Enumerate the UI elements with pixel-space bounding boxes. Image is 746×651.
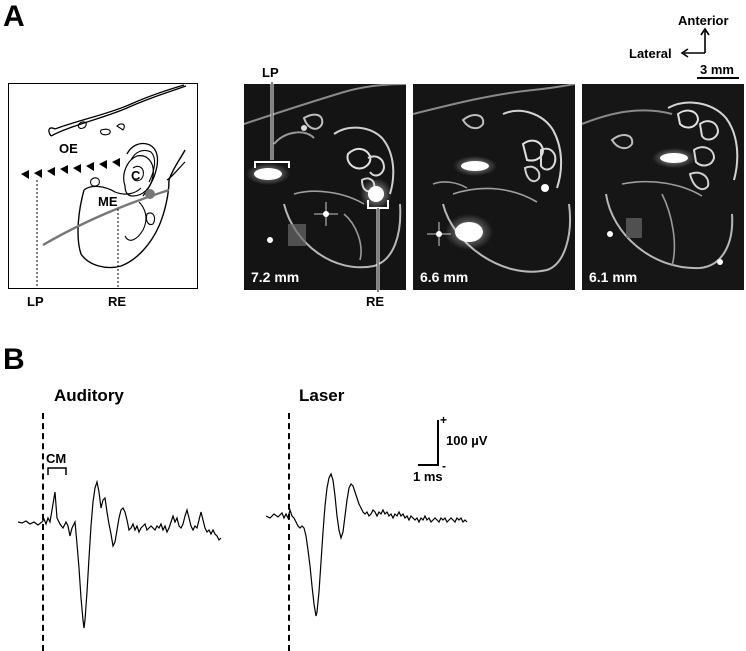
ct-depth-label: 6.6 mm (420, 269, 469, 285)
me-label: ME (98, 194, 118, 209)
ct-depth-label: 7.2 mm (251, 269, 300, 285)
lateral-label: Lateral (629, 46, 672, 61)
scale-bar (697, 77, 739, 79)
c-label: C (131, 168, 141, 183)
panel-b-letter: B (3, 343, 25, 376)
plus-sign: + (440, 413, 448, 427)
laser-trace-title: Laser (299, 386, 345, 405)
lp-projection-label: LP (27, 294, 44, 309)
panel-a-letter: A (3, 0, 25, 33)
time-scale-label: 1 ms (413, 469, 443, 484)
arrowhead-row (21, 158, 120, 179)
auditory-onset-line (42, 413, 44, 651)
cm-bracket (47, 467, 67, 475)
re-callout-line (367, 200, 389, 292)
minus-sign: - (442, 459, 446, 473)
re-projection-label: RE (108, 294, 127, 309)
voltage-scale-bar (437, 420, 439, 466)
oe-label: OE (59, 141, 78, 156)
scale-bar-label: 3 mm (700, 62, 734, 77)
ct-image-6-1mm: 6.1 mm (582, 84, 744, 290)
orientation-arrows (680, 27, 710, 58)
voltage-scale-label: 100 µV (446, 433, 488, 448)
re-callout-label: RE (366, 294, 385, 309)
time-scale-bar (418, 464, 439, 466)
lp-callout-line (254, 82, 290, 168)
cm-label: CM (46, 451, 67, 466)
ct-depth-label: 6.1 mm (589, 269, 638, 285)
schematic-diagram: OE ME C (8, 83, 198, 289)
lp-callout-label: LP (262, 65, 279, 80)
anterior-label: Anterior (678, 13, 729, 28)
laser-onset-line (288, 413, 290, 651)
auditory-trace-title: Auditory (54, 386, 124, 405)
auditory-waveform (18, 479, 222, 629)
ct-image-6-6mm: 6.6 mm (413, 84, 575, 290)
laser-waveform (266, 472, 468, 617)
